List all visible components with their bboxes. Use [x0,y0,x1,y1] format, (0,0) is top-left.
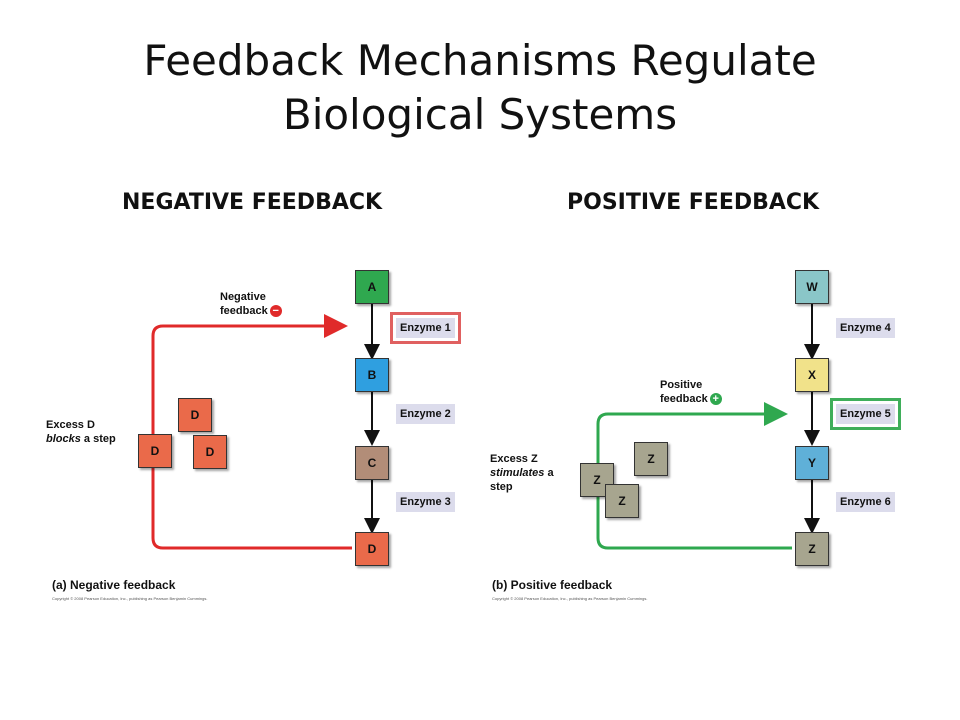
excess-z-line1: Excess Z [490,453,538,465]
enzyme-4-label: Enzyme 4 [836,318,895,338]
excess-d-line1: Excess D [46,419,95,431]
enzyme-6-label: Enzyme 6 [836,492,895,512]
plus-sign-icon: + [709,393,722,406]
excess-z-line3: step [490,481,513,493]
excess-z-verb: stimulates [490,467,545,479]
step-a-box: A [355,270,389,304]
enzyme-3-label: Enzyme 3 [396,492,455,512]
positive-feedback-diagram: W X Y Z Enzyme 4 Enzyme 5 Enzyme 6 Posit… [470,258,910,608]
minus-sign-icon: − [269,305,282,318]
step-x-box: X [795,358,829,392]
step-w-box: W [795,270,829,304]
excess-d-rest: a step [80,433,116,445]
negative-copyright: Copyright © 2008 Pearson Education, Inc.… [52,596,208,601]
positive-feedback-loop [596,402,792,550]
slide-title-line2: Biological Systems [282,90,678,139]
excess-d-molecule-3: D [193,435,227,469]
enzyme-1-label: Enzyme 1 [396,318,455,338]
negative-feedback-label-line1: Negative [220,291,266,303]
positive-caption: (b) Positive feedback [492,578,613,592]
step-z-box: Z [795,532,829,566]
enzyme-5-label: Enzyme 5 [836,404,895,424]
step-d-box: D [355,532,389,566]
positive-feedback-label-line2: feedback [660,393,708,405]
positive-arrows [596,304,820,550]
excess-d-label: Excess D blocks a step [46,418,116,446]
negative-feedback-heading: NEGATIVE FEEDBACK [122,190,383,215]
excess-z-molecule-3: Z [605,484,639,518]
negative-caption: (a) Negative feedback [52,578,176,592]
excess-d-molecule-2: D [138,434,172,468]
step-b-box: B [355,358,389,392]
positive-feedback-label: Positive feedback+ [660,378,722,406]
step-c-box: C [355,446,389,480]
negative-feedback-label-line2: feedback [220,305,268,317]
excess-d-verb: blocks [46,433,81,445]
negative-feedback-diagram: A B C D Enzyme 1 Enzyme 2 Enzyme 3 Negat… [30,258,470,608]
excess-z-molecule-1: Z [634,442,668,476]
negative-feedback-label: Negative feedback− [220,290,282,318]
slide-title-line1: Feedback Mechanisms Regulate [143,36,817,85]
step-y-box: Y [795,446,829,480]
negative-feedback-loop [151,314,352,550]
positive-copyright: Copyright © 2008 Pearson Education, Inc.… [492,596,648,601]
positive-feedback-heading: POSITIVE FEEDBACK [567,190,820,215]
enzyme-2-label: Enzyme 2 [396,404,455,424]
excess-d-molecule-1: D [178,398,212,432]
positive-feedback-label-line1: Positive [660,379,703,391]
excess-z-rest: a [544,467,554,479]
excess-z-label: Excess Z stimulates a step [490,452,554,494]
slide-title: Feedback Mechanisms Regulate Biological … [0,34,960,142]
